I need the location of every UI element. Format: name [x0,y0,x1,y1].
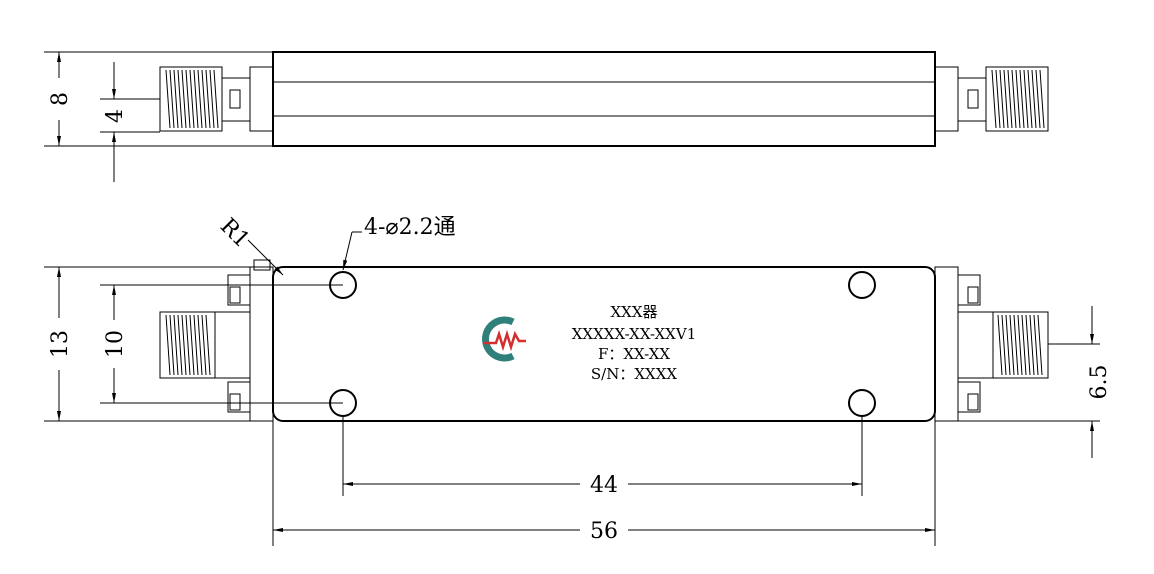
thread-line [169,314,175,376]
thread-line [181,314,187,376]
label-line-3: F：XX-XX [598,345,670,363]
top-right-connector [985,66,1049,132]
thread-line [169,69,175,129]
thread-line [1011,69,1017,129]
thread-line [1021,314,1027,376]
radius-label: R1 [215,214,254,253]
thread-line [197,69,203,129]
thread-line [1015,69,1021,129]
thread-line [185,314,191,376]
thread-line [1005,314,1011,376]
thread-line [1031,69,1037,129]
thread-line [999,69,1005,129]
thread-line [165,69,171,129]
holes-note: 4-⌀2.2通 [364,215,456,240]
thread-line [201,314,207,376]
thread-line [209,69,215,129]
thread-line [1039,69,1045,129]
front-right-connector [992,311,1049,379]
thread-line [189,69,195,129]
thread-line [1019,69,1025,129]
top-body [272,51,936,147]
thread-line [997,314,1003,376]
dim-front-height: 13 [48,330,73,358]
label-line-4: S/N：XXXX [591,365,677,383]
top-left-flange [249,66,274,132]
thread-line [185,69,191,129]
thread-line [205,314,211,376]
label-line-2: XXXXX-XX-XXV1 [572,325,696,343]
thread-line [181,69,187,129]
mounting-hole-top-right [848,271,876,299]
thread-line [1003,69,1009,129]
thread-line [177,314,183,376]
front-left-connector [159,311,216,379]
top-right-flange [934,66,959,132]
front-view: R1 4-⌀2.2通 XXX器 XXXXX-XX-XXV1 F：XX-XX S/… [44,214,1112,546]
dim-top-height: 8 [48,92,73,106]
top-view: 8 4 [44,51,1049,182]
thread-line [1027,69,1033,129]
dim-total-length: 56 [590,519,618,544]
thread-line [189,314,195,376]
thread-line [1017,314,1023,376]
thread-line [1025,314,1031,376]
thread-line [201,69,207,129]
top-right-thread [991,69,1045,129]
mounting-hole-bottom-right [848,389,876,417]
front-right-thread [997,314,1043,376]
thread-line [205,69,211,129]
dim-hole-spacing-vertical: 10 [103,330,128,358]
thread-line [1035,69,1041,129]
thread-line [165,314,171,376]
company-logo [482,316,526,362]
thread-line [995,69,1001,129]
front-body [272,266,936,422]
dim-connector-offset: 6.5 [1087,365,1112,400]
thread-line [1033,314,1039,376]
front-left-thread [165,314,211,376]
thread-line [173,69,179,129]
thread-line [991,69,997,129]
thread-line [1029,314,1035,376]
thread-line [1013,314,1019,376]
front-left-flange [249,266,274,422]
top-left-thread [165,69,219,129]
thread-line [1009,314,1015,376]
thread-line [213,69,219,129]
dim-top-connector: 4 [103,109,128,123]
thread-line [173,314,179,376]
thread-line [193,69,199,129]
front-right-flange [934,266,959,422]
label-line-1: XXX器 [610,303,657,321]
thread-line [1023,69,1029,129]
thread-line [1001,314,1007,376]
dim-hole-spacing-horizontal: 44 [590,473,618,498]
thread-line [193,314,199,376]
thread-line [1007,69,1013,129]
thread-line [197,314,203,376]
thread-line [1037,314,1043,376]
thread-line [177,69,183,129]
